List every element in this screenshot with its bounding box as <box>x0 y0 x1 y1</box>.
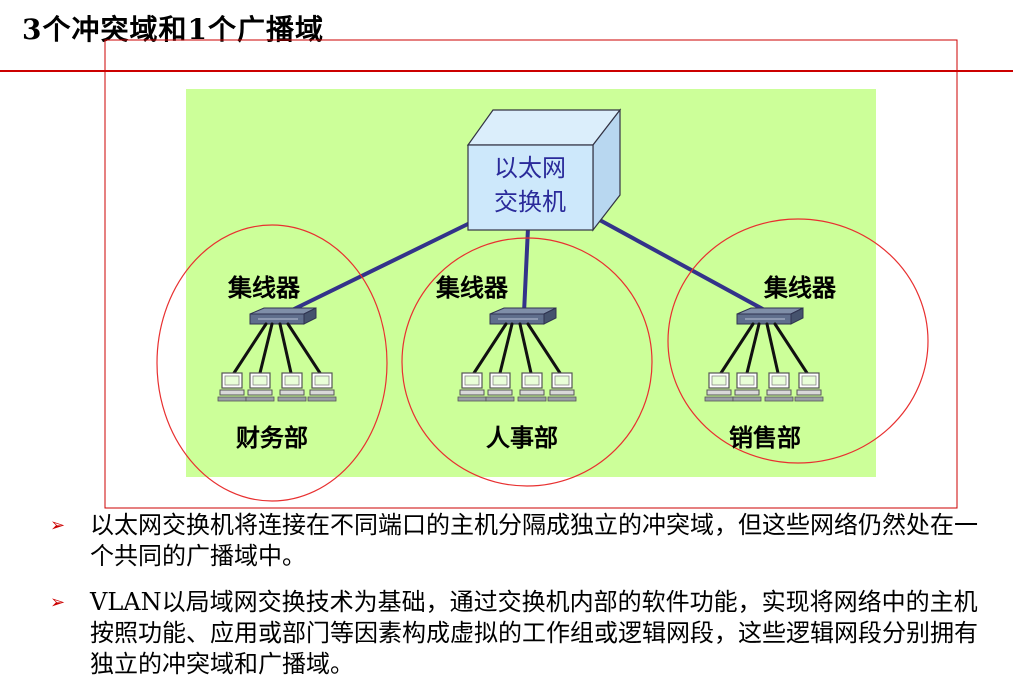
department-label-finance: 财务部 <box>236 424 308 452</box>
pc-icon <box>217 372 247 402</box>
hub-group-hr: 集线器 <box>435 274 577 452</box>
title-divider <box>0 70 1013 72</box>
network-diagram: 以太网 交换机 集线器 <box>104 39 958 509</box>
pc-icon <box>485 372 515 402</box>
bullet-item: ➢ VLAN以局域网交换技术为基础，通过交换机内部的软件功能，实现将网络中的主机… <box>50 587 1000 680</box>
pc-icon <box>307 372 337 402</box>
bullet-item: ➢ 以太网交换机将连接在不同端口的主机分隔成独立的冲突域，但这些网络仍然处在一个… <box>50 510 1000 572</box>
hub-links <box>232 322 322 375</box>
bullet-text: 以太网交换机将连接在不同端口的主机分隔成独立的冲突域，但这些网络仍然处在一个共同… <box>90 511 978 570</box>
ethernet-switch: 以太网 交换机 <box>466 108 622 232</box>
collision-domain-sales <box>667 218 929 464</box>
pc-icon <box>764 372 794 402</box>
hub-icon <box>736 307 804 325</box>
department-label-sales: 销售部 <box>729 424 801 452</box>
pc-icon <box>794 372 824 402</box>
switch-front-face <box>467 144 594 231</box>
pc-icon <box>277 372 307 402</box>
broadcast-domain-frame <box>104 39 958 509</box>
uplink-sales <box>594 216 772 315</box>
hub-label: 集线器 <box>763 274 837 302</box>
hub-label: 集线器 <box>227 274 301 302</box>
bullet-arrow-icon: ➢ <box>50 592 66 613</box>
pc-icon <box>732 372 762 402</box>
pc-icon <box>704 372 734 402</box>
uplinks <box>284 216 772 315</box>
hub-icon <box>489 307 557 325</box>
pc-icon <box>547 372 577 402</box>
switch-label-line1: 以太网 <box>494 154 566 182</box>
hub-label: 集线器 <box>435 274 509 302</box>
hub-links <box>719 322 809 375</box>
pc-icon <box>517 372 547 402</box>
collision-domain-finance <box>156 224 388 502</box>
hub-icon <box>249 307 317 325</box>
switch-label-line2: 交换机 <box>494 188 566 216</box>
department-label-hr: 人事部 <box>486 424 558 452</box>
hub-group-finance: 集线器 <box>217 274 337 452</box>
pc-icon <box>457 372 487 402</box>
bullet-arrow-icon: ➢ <box>50 515 66 536</box>
uplink-finance <box>284 220 474 315</box>
uplink-hr <box>522 226 530 315</box>
pc-icon <box>245 372 275 402</box>
collision-domain-hr <box>401 237 653 487</box>
bullet-text: VLAN以局域网交换技术为基础，通过交换机内部的软件功能，实现将网络中的主机按照… <box>90 588 978 678</box>
hub-group-sales: 集线器 <box>704 274 837 452</box>
hub-links <box>472 322 562 375</box>
